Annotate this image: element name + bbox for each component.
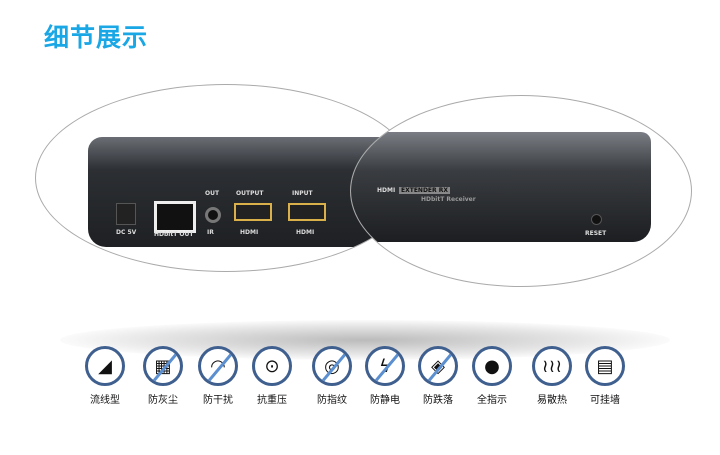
feature-label: 防静电 — [370, 395, 400, 406]
brick-wall-icon: ▤ — [585, 346, 625, 386]
icon-glyph: ▤ — [596, 355, 614, 377]
icon-glyph: ϟ — [379, 355, 391, 377]
feature-label: 防跌落 — [423, 395, 453, 406]
port-label: OUT — [205, 190, 220, 197]
hdmi-output-port — [234, 203, 272, 221]
device-front: HDMI EXTENDER RX HDbitT Receiver RESET — [351, 132, 651, 242]
reset-button — [591, 214, 602, 225]
front-panel-view: HDMI EXTENDER RX HDbitT Receiver RESET — [350, 95, 692, 287]
pressure-resistant-icon: ⊙ — [252, 346, 292, 386]
device-subtitle: HDbitT Receiver — [421, 196, 476, 203]
icon-glyph: ◢ — [98, 355, 112, 377]
feature-label: 抗重压 — [257, 395, 287, 406]
heat-dissipation-icon: ≀≀≀ — [532, 346, 572, 386]
dustproof-icon: ▦ — [143, 346, 183, 386]
brand-logo: HDMI — [377, 187, 396, 194]
port-label: OUTPUT — [236, 190, 264, 197]
icon-glyph: ⊙ — [264, 355, 280, 377]
reset-label: RESET — [585, 230, 607, 237]
feature-label: 易散热 — [537, 395, 567, 406]
anti-interference-icon: ◠ — [198, 346, 238, 386]
page-title: 细节展示 — [44, 23, 149, 52]
icon-glyph: ● — [484, 355, 500, 377]
icon-glyph: ▦ — [154, 355, 172, 377]
port-label: IR — [207, 229, 214, 236]
icon-glyph: ◎ — [324, 355, 340, 377]
port-label: HDMI — [296, 229, 315, 236]
feature-label: 防灰尘 — [148, 395, 178, 406]
icon-glyph: ◈ — [431, 355, 445, 377]
lightbulb-icon: ● — [472, 346, 512, 386]
static-icon: ϟ — [365, 346, 405, 386]
dc-jack — [116, 203, 136, 225]
fingerprint-icon: ◎ — [312, 346, 352, 386]
feature-label: 全指示 — [477, 395, 507, 406]
icon-glyph: ≀≀≀ — [541, 355, 563, 377]
ir-jack — [205, 207, 221, 223]
rj45-port — [154, 201, 196, 233]
hdmi-input-port — [288, 203, 326, 221]
port-label: HDMI — [240, 229, 259, 236]
port-label: HDbitT OUT — [154, 231, 194, 238]
port-label: INPUT — [292, 190, 313, 197]
feature-label: 防干扰 — [203, 395, 233, 406]
feature-label: 流线型 — [90, 395, 120, 406]
streamline-icon: ◢ — [85, 346, 125, 386]
drop-proof-icon: ◈ — [418, 346, 458, 386]
port-label: DC 5V — [116, 229, 137, 236]
model-badge: EXTENDER RX — [399, 187, 450, 194]
icon-glyph: ◠ — [210, 355, 226, 377]
feature-label: 可挂墙 — [590, 395, 620, 406]
feature-label: 防指纹 — [317, 395, 347, 406]
